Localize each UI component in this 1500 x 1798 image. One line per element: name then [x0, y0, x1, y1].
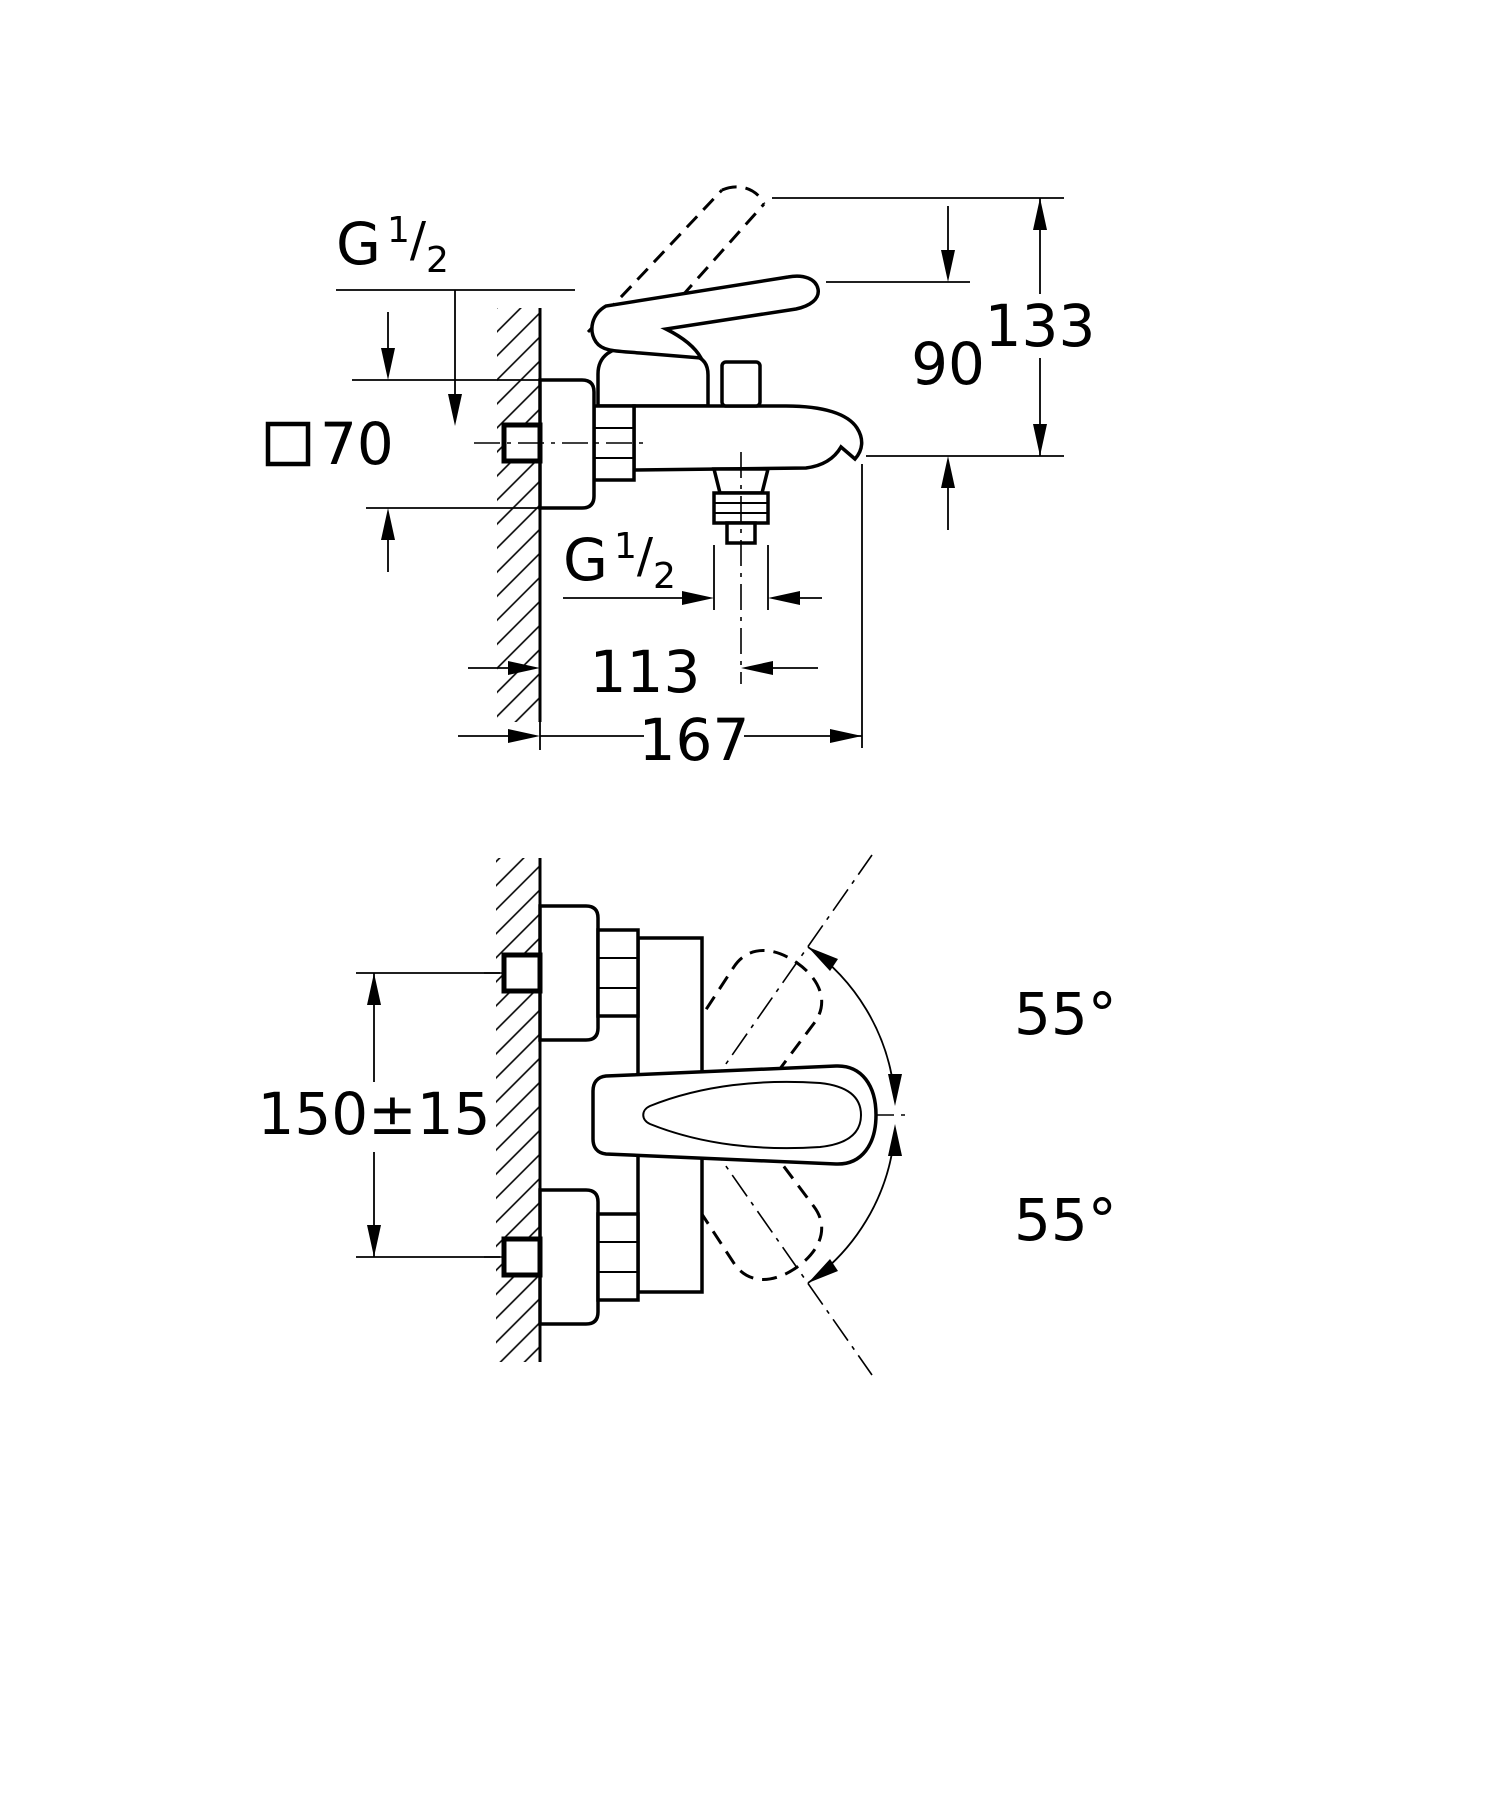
total-height-label: 133: [985, 292, 1096, 360]
escutcheon-plate: [538, 378, 596, 510]
lever-handle-grip-contour: [642, 1080, 863, 1150]
handle-height-label: 90: [911, 330, 985, 398]
escutcheon-size-label: 70: [320, 410, 394, 478]
swivel-angle-upper-label: 55°: [1014, 980, 1117, 1048]
handle-swivel-up-dashed: [665, 949, 824, 1123]
lower-union-nut: [596, 1212, 640, 1302]
dim-swivel-angle-lower: 55°: [807, 1124, 1117, 1284]
diverter-knob: [720, 360, 762, 408]
total-depth-label: 167: [639, 706, 750, 774]
dim-escutcheon-size: 70: [265, 312, 395, 572]
dim-total-height: 133: [985, 198, 1096, 456]
lower-wall-union-square: [501, 1236, 543, 1278]
swivel-angle-lower-label: 55°: [1014, 1186, 1117, 1254]
connection-spacing-label: 150±15: [257, 1080, 490, 1148]
dim-swivel-angle-upper: 55°: [807, 946, 1117, 1106]
handle-swivel-down-dashed: [665, 1107, 824, 1281]
upper-union-nut: [596, 928, 640, 1018]
dim-connection-spacing: 150±15: [257, 972, 500, 1258]
extension-lines-side: [352, 197, 1064, 750]
wall-hatch: [497, 308, 540, 722]
dim-hose-center-depth: 113: [468, 638, 818, 706]
wall-hatch: [496, 858, 540, 1362]
upper-escutcheon-plate: [538, 904, 600, 1042]
dim-handle-height: 90: [911, 206, 985, 530]
upper-wall-union-square: [501, 952, 543, 994]
dim-total-depth: 167: [458, 706, 862, 774]
swivel-axis-lower: [706, 1138, 873, 1376]
square-symbol-icon: [265, 421, 311, 467]
lower-escutcheon-plate: [538, 1188, 600, 1326]
lever-handle-plan: [591, 1064, 878, 1166]
lever-handle: [590, 274, 820, 361]
hose-center-depth-label: 113: [590, 638, 701, 706]
plan-view: 55° 55° 150±15: [257, 854, 1117, 1376]
mixer-body-spout: [632, 404, 864, 472]
swivel-axis-upper: [706, 854, 873, 1092]
